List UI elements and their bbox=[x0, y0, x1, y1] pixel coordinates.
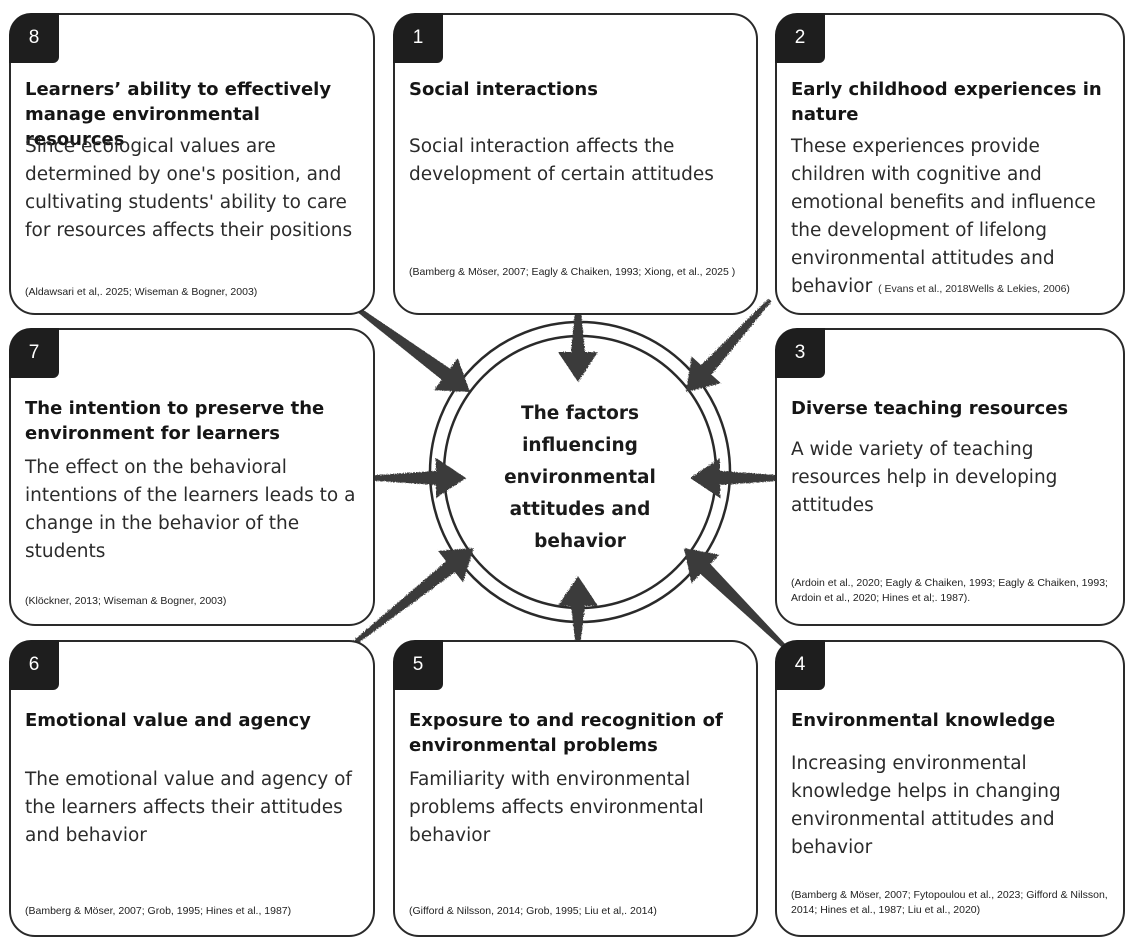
arrow-from-box-5 bbox=[558, 576, 598, 648]
number-badge: 4 bbox=[775, 640, 825, 690]
center-title: The factors influencing environmental at… bbox=[504, 403, 656, 552]
factor-title: Learners’ ability to effectively manage … bbox=[25, 79, 332, 150]
factor-box-7: 7 The intention to preserve the environm… bbox=[9, 328, 375, 626]
factor-title: Exposure to and recognition of environme… bbox=[409, 710, 723, 756]
factor-title: Environmental knowledge bbox=[791, 710, 1056, 731]
factor-description: A wide variety of teaching resources hel… bbox=[791, 439, 1058, 516]
factor-box-2: 2 Early childhood experiences in nature … bbox=[775, 13, 1125, 315]
number-badge: 5 bbox=[393, 640, 443, 690]
factor-description-text: These experiences provide children with … bbox=[791, 136, 1096, 297]
arrow-from-box-4 bbox=[684, 548, 792, 654]
factor-description: Increasing environmental knowledge helps… bbox=[791, 753, 1061, 858]
number-badge: 8 bbox=[9, 13, 59, 63]
factor-citation: ( Evans et al., 2018Wells & Lekies, 2006… bbox=[878, 283, 1070, 295]
arrow-from-box-3 bbox=[690, 458, 790, 498]
factor-title: Early childhood experiences in nature bbox=[791, 79, 1102, 125]
factor-citation: (Bamberg & Möser, 2007; Grob, 1995; Hine… bbox=[25, 905, 292, 917]
number-badge: 1 bbox=[393, 13, 443, 63]
number-badge: 3 bbox=[775, 328, 825, 378]
factor-description: The effect on the behavioral intentions … bbox=[25, 457, 356, 562]
factor-title: The intention to preserve the environmen… bbox=[25, 398, 325, 444]
factor-citation: (Ardoin et al., 2020; Eagly & Chaiken, 1… bbox=[791, 577, 1108, 604]
arrow-from-box-7 bbox=[364, 458, 466, 498]
factor-description: Since ecological values are determined b… bbox=[25, 136, 353, 241]
number-badge: 2 bbox=[775, 13, 825, 63]
factor-box-8: 8 Learners’ ability to effectively manag… bbox=[9, 13, 375, 315]
factor-citation: (Gifford & Nilsson, 2014; Grob, 1995; Li… bbox=[409, 905, 657, 917]
factor-citation: (Bamberg & Möser, 2007; Fytopoulou et al… bbox=[791, 889, 1108, 916]
factor-box-6: 6 Emotional value and agency The emotion… bbox=[9, 640, 375, 937]
factor-box-1: 1 Social interactions Social interaction… bbox=[393, 13, 758, 315]
number-badge: 6 bbox=[9, 640, 59, 690]
factor-box-3: 3 Diverse teaching resources A wide vari… bbox=[775, 328, 1125, 626]
factor-description: Social interaction affects the developme… bbox=[409, 136, 714, 185]
factor-description: The emotional value and agency of the le… bbox=[25, 769, 352, 846]
factor-citation: (Bamberg & Möser, 2007; Eagly & Chaiken,… bbox=[409, 266, 736, 278]
arrow-from-box-2 bbox=[686, 298, 772, 392]
arrow-from-box-6 bbox=[346, 548, 474, 650]
factor-box-5: 5 Exposure to and recognition of environ… bbox=[393, 640, 758, 937]
factor-title: Emotional value and agency bbox=[25, 710, 311, 731]
factor-description: These experiences provide children with … bbox=[791, 133, 1117, 303]
number-badge: 7 bbox=[9, 328, 59, 378]
factor-box-4: 4 Environmental knowledge Increasing env… bbox=[775, 640, 1125, 937]
arrow-from-box-1 bbox=[558, 300, 598, 382]
arrow-from-box-8 bbox=[346, 300, 470, 392]
factor-citation: (Klöckner, 2013; Wiseman & Bogner, 2003) bbox=[25, 595, 227, 607]
factor-title: Diverse teaching resources bbox=[791, 398, 1069, 419]
factor-citation: (Aldawsari et al,. 2025; Wiseman & Bogne… bbox=[25, 286, 258, 298]
factor-description: Familiarity with environmental problems … bbox=[409, 769, 704, 846]
factor-title: Social interactions bbox=[409, 79, 598, 100]
